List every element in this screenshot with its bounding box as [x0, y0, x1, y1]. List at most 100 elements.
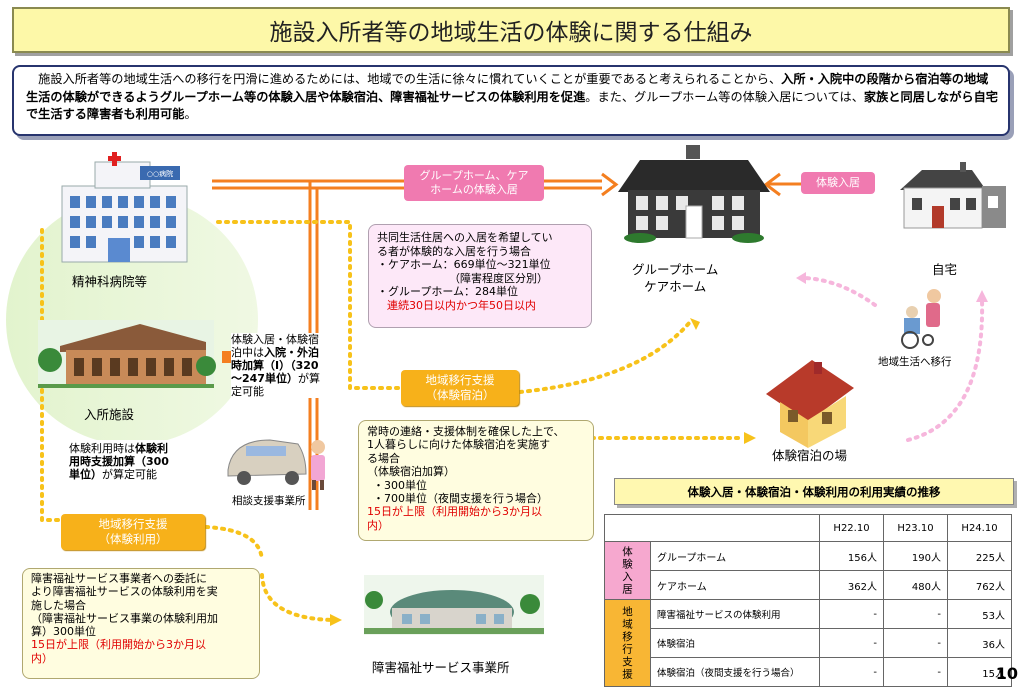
note-service-line1: 障害福祉サービス事業者への委託に [31, 572, 207, 585]
cell: - [819, 599, 884, 629]
arrow-to-gh [690, 318, 700, 330]
label-home: 自宅 [932, 262, 958, 277]
arrow-to-service [330, 614, 342, 626]
note-stay-limit2: 内） [367, 518, 389, 532]
cell: 362人 [819, 570, 884, 600]
caregiver-icon [901, 289, 941, 349]
label-hospital: 精神科病院等 [72, 274, 148, 289]
support-use-line1: 地域移行支援 [98, 517, 168, 531]
label-service: 障害福祉サービス事業所 [372, 660, 510, 675]
institution-icon [38, 320, 216, 388]
table-row: 体験宿泊 - - 36人 [605, 628, 1012, 658]
note-service-line2: より障害福祉サービスの体験利用を実 [31, 585, 218, 599]
gh-trial-button[interactable]: グループホーム、ケア ホームの体験入居 [404, 165, 544, 201]
note-service-line3: 施した場合 [31, 598, 86, 612]
note-gh-line1: 共同生活住居への入居を希望してい [377, 231, 553, 244]
gh-trial-line2: ホームの体験入居 [430, 183, 518, 196]
row-label: 体験宿泊 [650, 628, 820, 658]
note-gh-limit: 連続30日以内かつ年50日以内 [387, 298, 536, 312]
yellow-dotted-connectors [40, 220, 746, 622]
summary-text-2: 。また、グループホーム等の体験入居については、 [585, 89, 864, 104]
pink-arrow-heads [796, 272, 988, 302]
cell: 36人 [947, 628, 1012, 658]
note-stay-line4: （体験宿泊加算） [367, 465, 455, 479]
label-stay: 体験宿泊の場 [772, 448, 848, 463]
group-transition-support: 地域移行支援 [604, 599, 651, 687]
table-corner [604, 514, 820, 542]
consultation-icon [227, 439, 325, 490]
note-addon-t4: 定可能 [231, 385, 264, 398]
note-stay-line6: ・700単位（夜間支援を行う場合） [373, 492, 548, 506]
note-use: 体験利用時は体験利 用時支援加算（300 単位）が算定可能 [66, 440, 196, 483]
hospital-icon [61, 152, 188, 263]
cell: 480人 [883, 570, 948, 600]
cell: - [883, 628, 948, 658]
col-year-1: H22.10 [819, 514, 884, 542]
note-stay-limit1: 15日が上限（利用開始から3か月以 [367, 505, 542, 519]
group-home-icon [618, 145, 770, 243]
col-year-3: H24.10 [947, 514, 1012, 542]
cell: - [883, 599, 948, 629]
group-trial-residence: 体験入居 [604, 541, 651, 600]
note-stay-line1: 常時の連絡・支援体制を確保した上で、 [367, 425, 565, 438]
hospital-sign: ○○病院 [147, 169, 173, 178]
label-group-home-line1: グループホーム [632, 262, 719, 277]
row-label: 体験宿泊（夜間支援を行う場合） [650, 657, 820, 687]
table-title: 体験入居・体験宿泊・体験利用の利用実績の推移 [614, 478, 1014, 505]
note-addon-b2: 時加算（Ⅰ）（320 [231, 359, 319, 372]
service-facility-icon [364, 575, 544, 635]
table-row: ケアホーム 362人 480人 762人 [605, 570, 1012, 600]
note-service-line5: 算）300単位 [31, 625, 96, 639]
support-stay-line2: （体験宿泊） [425, 388, 495, 402]
results-table: H22.10 H23.10 H24.10 体験入居 グループホーム 156人 1… [604, 514, 1012, 687]
yellow-arrow-heads [330, 318, 756, 626]
note-gh-line5: ・グループホーム：284単位 [377, 285, 519, 299]
note-addon-b1: 入院・外泊 [264, 346, 319, 359]
summary-box: 施設入所者等の地域生活への移行を円滑に進めるためには、地域での生活に徐々に慣れて… [12, 65, 1010, 136]
note-service-limit2: 内） [31, 651, 53, 665]
label-consult: 相談支援事業所 [232, 495, 306, 507]
page-number: 10 [995, 664, 1018, 683]
note-use-b2: 用時支援加算（300 [69, 455, 169, 468]
cell: 190人 [883, 541, 948, 571]
orange-stub [222, 351, 232, 363]
page-title: 施設入所者等の地域生活の体験に関する仕組み [12, 7, 1010, 53]
arrow-to-stay [744, 432, 756, 444]
note-service-limit1: 15日が上限（利用開始から3か月以 [31, 638, 206, 652]
note-gh-line3: ・ケアホーム：669単位～321単位 [377, 258, 551, 272]
note-service: 障害福祉サービス事業者への委託に より障害福祉サービスの体験利用を実 施した場合… [22, 568, 260, 679]
note-addon-b3: ～247単位） [231, 372, 298, 385]
note-stay-line3: る場合 [367, 451, 400, 465]
table-row: 体験入居 グループホーム 156人 190人 225人 [604, 541, 1012, 600]
summary-bold-1: 入所・入院中の段階から宿泊等の地域生活の体験ができるようグループホーム等の体験入… [26, 72, 989, 104]
label-move: 地域生活へ移行 [878, 356, 952, 368]
note-gh-trial: 共同生活住居への入居を希望してい る者が体験的な入居を行う場合 ・ケアホーム：6… [368, 224, 592, 328]
cell: 762人 [947, 570, 1012, 600]
note-use-b3: 単位） [69, 468, 102, 481]
label-institution: 入所施設 [84, 407, 135, 422]
cell: 156人 [819, 541, 884, 571]
support-use-button[interactable]: 地域移行支援 （体験利用） [61, 514, 205, 550]
row-label: ケアホーム [650, 570, 820, 600]
note-use-t1: 体験利用時は [69, 442, 135, 455]
note-use-t2: が算定可能 [102, 468, 157, 481]
cell: 53人 [947, 599, 1012, 629]
gh-trial-line1: グループホーム、ケア [419, 169, 529, 182]
support-use-line2: （体験利用） [98, 532, 168, 546]
note-stay-line5: ・300単位 [373, 478, 427, 492]
cell: - [819, 657, 884, 687]
note-addon-t2: 泊中は [231, 346, 264, 359]
col-year-2: H23.10 [883, 514, 948, 542]
cell: 15人 [947, 657, 1012, 687]
row-label: 障害福祉サービスの体験利用 [650, 599, 820, 629]
support-stay-line1: 地域移行支援 [425, 373, 495, 387]
stay-house-icon [766, 360, 854, 448]
home-icon [900, 162, 1006, 229]
note-gh-line2: る者が体験的な入居を行う場合 [377, 244, 531, 258]
support-stay-button[interactable]: 地域移行支援 （体験宿泊） [401, 370, 519, 406]
note-stay: 常時の連絡・支援体制を確保した上で、 1人暮らしに向けた体験宿泊を実施す る場合… [358, 420, 594, 541]
cell: 225人 [947, 541, 1012, 571]
home-trial-button[interactable]: 体験入居 [801, 172, 875, 194]
table-row: 体験宿泊（夜間支援を行う場合） - - 15人 [605, 657, 1012, 687]
